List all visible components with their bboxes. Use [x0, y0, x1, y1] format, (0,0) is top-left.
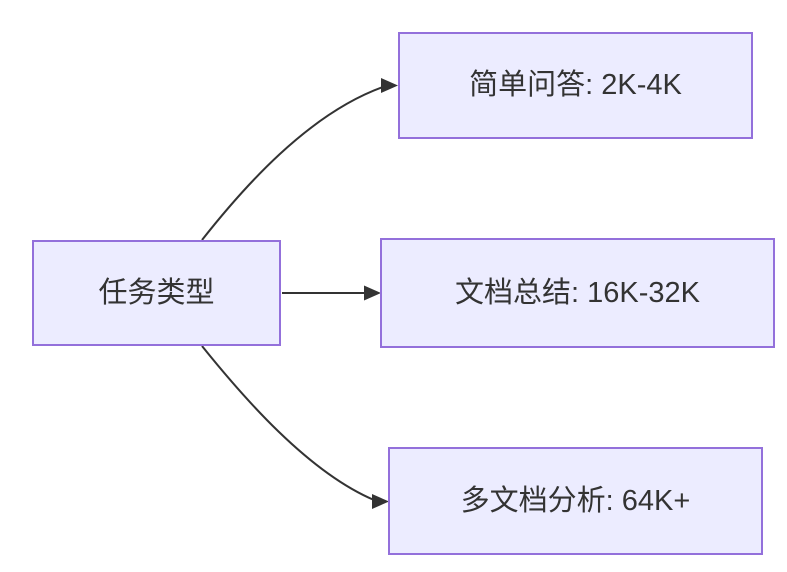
edge-to-target-3 [201, 345, 375, 501]
node-doc-summary: 文档总结: 16K-32K [380, 238, 775, 348]
node-doc-summary-label: 文档总结: 16K-32K [455, 276, 700, 309]
edge-to-target-1-arrowhead-icon [381, 78, 398, 93]
edge-to-target-3-arrowhead-icon [372, 494, 389, 509]
node-task-type-label: 任务类型 [98, 276, 215, 309]
edge-to-target-2-arrowhead-icon [364, 285, 381, 301]
node-multi-doc-analysis: 多文档分析: 64K+ [388, 447, 763, 555]
node-simple-qa: 简单问答: 2K-4K [398, 32, 753, 139]
node-simple-qa-label: 简单问答: 2K-4K [469, 69, 682, 102]
node-multi-doc-analysis-label: 多文档分析: 64K+ [460, 484, 691, 517]
node-task-type: 任务类型 [32, 240, 281, 346]
edge-to-target-1 [201, 86, 384, 241]
